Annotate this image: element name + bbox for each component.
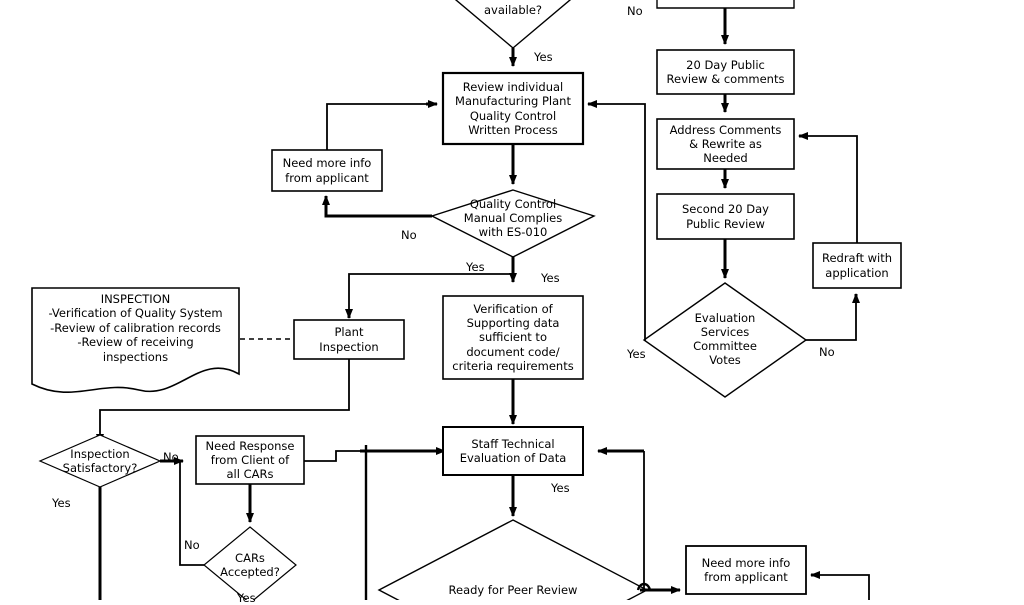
node-esc-votes-shape <box>642 282 808 398</box>
node-staff-technical-shape <box>442 426 584 476</box>
node-redraft-shape <box>812 242 902 289</box>
node-address-comments-shape <box>656 118 795 170</box>
node-need-response-shape <box>195 435 305 485</box>
edge-line-hop <box>636 582 652 591</box>
edge-qc-branch-left <box>348 273 513 312</box>
node-ready-peer-review-shape <box>377 519 649 600</box>
node-qc-manual-shape <box>430 189 596 258</box>
node-inspection-note-shape <box>31 287 240 394</box>
node-plant-inspection-shape <box>293 319 405 360</box>
edge-cars-no-path <box>179 462 204 566</box>
edge-plant-to-inspsat-path <box>99 359 350 437</box>
edge-needinfo-up <box>326 103 426 150</box>
edge-esc-yes-path <box>597 103 646 341</box>
edge-redraft-up <box>805 135 858 243</box>
node-need-info-top-shape <box>271 149 383 192</box>
node-need-info-bottom-shape <box>685 545 807 595</box>
node-cars-accepted-shape <box>203 526 297 600</box>
edge-needresponse-right <box>304 450 360 462</box>
node-review-individual-shape <box>441 71 585 146</box>
edge-esc-no-path <box>806 300 857 341</box>
node-inspection-satisfactory-shape <box>38 434 162 488</box>
node-eval-criteria-shape <box>454 0 572 49</box>
node-public-review-20-shape <box>656 49 795 95</box>
node-top-right-box-shape <box>656 0 795 9</box>
node-second-20-day-shape <box>656 193 795 240</box>
node-verification-shape <box>442 295 584 380</box>
edge-qcmanual-no-to-needinfo <box>322 195 432 218</box>
edge-right-loop <box>818 574 870 600</box>
